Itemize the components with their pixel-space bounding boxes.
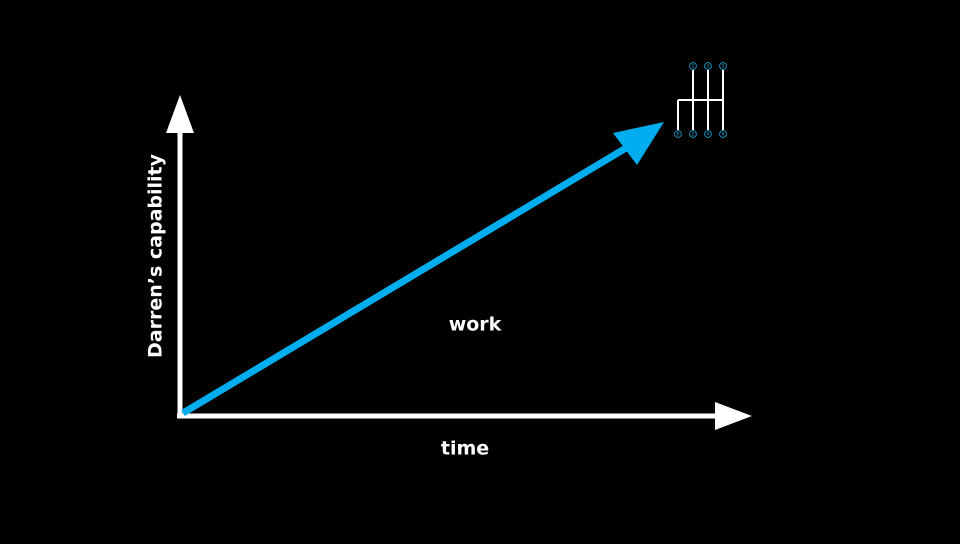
gear-circle: [719, 62, 727, 70]
growth-arrow: [181, 122, 664, 417]
gear-label: R: [677, 132, 680, 137]
y-axis-arrowhead: [166, 95, 194, 133]
gear-label: 1: [692, 64, 695, 69]
gear-label: 4: [707, 132, 710, 137]
region-label: work: [448, 313, 502, 336]
growth-arrow-line: [181, 144, 628, 417]
gear-label: 3: [707, 64, 710, 69]
gear-circle: [719, 130, 727, 138]
gear-circle: [689, 62, 697, 70]
y-axis: [166, 95, 194, 418]
gear-label: 2: [692, 132, 695, 137]
y-axis-label: Darren’s capability: [144, 154, 167, 358]
x-axis-label: time: [440, 437, 490, 460]
gear-label: 6: [722, 132, 725, 137]
gear-circle: [704, 130, 712, 138]
gear-circle: [674, 130, 682, 138]
x-axis-arrowhead: [715, 402, 752, 430]
gear-shifter-icon: 1 3 5 R 2 4 6: [674, 62, 727, 138]
gear-label: 5: [722, 64, 725, 69]
growth-arrow-head: [613, 122, 664, 165]
x-axis: [177, 402, 752, 430]
gear-circle: [689, 130, 697, 138]
gear-circle: [704, 62, 712, 70]
